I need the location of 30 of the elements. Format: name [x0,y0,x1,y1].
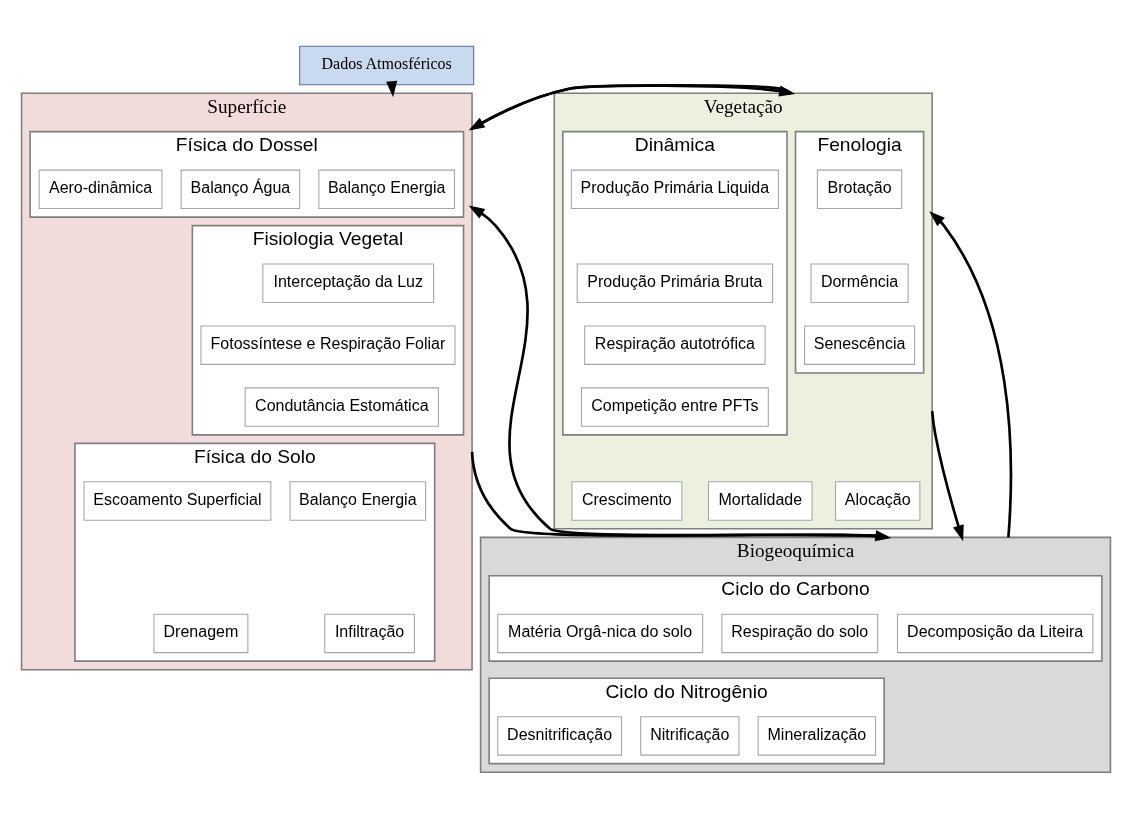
arrow [386,80,398,97]
node-box: Produção Primária Liquida [570,169,779,209]
node-box: Matéria Orgâ-nica do solo [497,613,704,653]
node-box: Infiltração [324,613,415,653]
node-box: Respiração do solo [721,613,879,653]
node-box: Mineralização [757,715,877,756]
node-box: Crescimento [571,480,683,521]
node-box: Balanço Energia [318,169,455,209]
node-box: Dormência [810,263,909,303]
node-box: Aero-dinâmica [38,169,163,209]
node-box: Senescência [804,324,916,365]
node-box: Condutância Estomática [244,386,439,427]
arrow [930,410,964,541]
node-box: Nitrificação [640,715,740,756]
node-box: Fotossíntese e Respiração Foliar [200,324,456,365]
node-box: Balanço Energia [289,480,427,521]
node-box: Decomposição da Liteira [896,613,1094,653]
node-box: Mortalidade [708,480,813,521]
node-box: Escoamento Superficial [83,480,272,521]
node-box: Brotação [816,169,903,209]
node-box: Respiração autotrófica [584,324,766,365]
node-box: Balanço Água [180,169,301,209]
node-box: Desnitrificação [497,715,623,756]
node-box: Produção Primária Bruta [576,263,774,303]
node-box: Competição entre PFTs [580,386,769,427]
node-box: Drenagem [153,613,249,653]
arrow [929,210,1013,537]
node-box: Alocação [835,480,921,521]
arrow [468,205,888,539]
node-box: Interceptação da Luz [262,263,435,303]
